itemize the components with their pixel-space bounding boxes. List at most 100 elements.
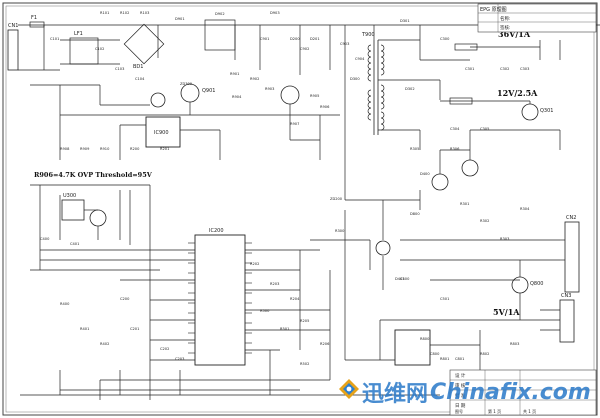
bottom-block-total: 共 1 页 bbox=[523, 408, 536, 414]
component-label: R202 bbox=[250, 262, 259, 266]
title-block-approve: 签核: bbox=[500, 24, 511, 31]
component-label: R910 bbox=[100, 147, 110, 151]
component-label: D902 bbox=[215, 12, 225, 16]
standby-5v-block bbox=[394, 329, 431, 366]
component-label: C102 bbox=[95, 47, 104, 51]
component-label: R300 bbox=[335, 229, 345, 233]
ic-main-label: IC200 bbox=[209, 228, 224, 234]
component-label: R402 bbox=[100, 342, 109, 346]
q-5v-label: Q800 bbox=[530, 281, 543, 287]
q-regulator-1 bbox=[431, 173, 449, 191]
component-label: C501 bbox=[440, 297, 449, 301]
bottom-block-doc: 图号 bbox=[455, 408, 463, 414]
bottom-block-cell-approve: 批 准 bbox=[455, 392, 466, 399]
title-block-title: EPG 原理图 bbox=[480, 7, 507, 13]
component-label: R904 bbox=[232, 95, 242, 99]
component-label: R501 bbox=[280, 327, 289, 331]
ovp-block: U300 bbox=[61, 193, 107, 227]
ovp-threshold-note: R906=4.7K OVP Threshold=95V bbox=[34, 171, 153, 179]
ic-pfc bbox=[145, 116, 181, 148]
title-block-top: EPG 原理图 名称: 签核: bbox=[477, 3, 597, 33]
component-label: R803 bbox=[510, 342, 519, 346]
component-label: R802 bbox=[480, 352, 489, 356]
line-filter-label: LF1 bbox=[74, 31, 83, 37]
component-label: R901 bbox=[230, 72, 239, 76]
component-label: R101 bbox=[100, 11, 109, 15]
component-label: C201 bbox=[130, 327, 139, 331]
component-label: R909 bbox=[80, 147, 90, 151]
q-standby bbox=[375, 240, 391, 256]
component-label: C103 bbox=[115, 67, 124, 71]
component-label: R902 bbox=[250, 77, 259, 81]
output-connectors: CN2 CN3 bbox=[559, 215, 580, 343]
transformer-windings bbox=[367, 44, 385, 131]
component-label: R304 bbox=[520, 207, 530, 211]
q-ovp-mosfet bbox=[89, 209, 107, 227]
main-controller-block: IC200 bbox=[188, 228, 252, 366]
ic-pfc-label: IC900 bbox=[154, 130, 169, 136]
bottom-block-cell-review: 审 核 bbox=[455, 382, 466, 389]
rail-36v-label: 36V/1A bbox=[498, 29, 531, 39]
component-label: C300 bbox=[440, 37, 450, 41]
component-label: C401 bbox=[70, 242, 79, 246]
component-label: D200 bbox=[290, 37, 300, 41]
watermark-text-cn: 迅维网 bbox=[362, 382, 429, 407]
component-label: C104 bbox=[135, 77, 145, 81]
component-label: C303 bbox=[520, 67, 529, 71]
component-label: R801 bbox=[440, 357, 449, 361]
component-label: R204 bbox=[290, 297, 300, 301]
pfc-inductor-block bbox=[204, 19, 236, 51]
q-main-mosfet bbox=[150, 92, 166, 108]
connector-cn3 bbox=[559, 299, 575, 343]
component-label: R301 bbox=[460, 202, 469, 206]
component-label: C203 bbox=[175, 357, 184, 361]
component-label: R907 bbox=[290, 122, 299, 126]
component-label: ZD200 bbox=[330, 197, 343, 201]
connector-cn2-label: CN2 bbox=[566, 215, 576, 221]
sheet-inner-border bbox=[5, 5, 595, 413]
component-label: R401 bbox=[80, 327, 89, 331]
component-label: D302 bbox=[405, 87, 415, 91]
component-label: D901 bbox=[175, 17, 185, 21]
component-label: R906 bbox=[320, 105, 330, 109]
connector-cn2 bbox=[564, 221, 580, 293]
component-label: R400 bbox=[60, 302, 70, 306]
component-label: R303 bbox=[500, 237, 509, 241]
pfc-block: IC900 Q901 bbox=[145, 83, 300, 148]
component-label: R502 bbox=[300, 362, 309, 366]
q-pfc-label: Q901 bbox=[202, 88, 215, 94]
component-label: R905 bbox=[310, 94, 319, 98]
bridge-rectifier-label: BD1 bbox=[133, 64, 143, 70]
component-label: C200 bbox=[120, 297, 130, 301]
q-pfc-mosfet-2 bbox=[280, 85, 300, 105]
component-label: R203 bbox=[270, 282, 279, 286]
component-label: D401 bbox=[395, 277, 405, 281]
component-label: R201 bbox=[160, 147, 169, 151]
output-choke-36v bbox=[454, 43, 478, 51]
component-label: R102 bbox=[120, 11, 129, 15]
component-label: ZD300 bbox=[180, 82, 193, 86]
component-label: C500 bbox=[400, 277, 410, 281]
component-label: C305 bbox=[480, 127, 489, 131]
ic-left bbox=[61, 199, 85, 221]
connector-cn1-label: CN1 bbox=[8, 23, 18, 29]
bottom-block-cell-date: 日 期 bbox=[455, 403, 466, 409]
component-label: R908 bbox=[60, 147, 70, 151]
wire-network bbox=[18, 24, 600, 400]
q-12v-transistor bbox=[521, 103, 539, 121]
watermark-text-en: Chinafix.com bbox=[430, 380, 591, 405]
component-label: D201 bbox=[310, 37, 320, 41]
component-label: C304 bbox=[450, 127, 460, 131]
component-label: D400 bbox=[420, 172, 430, 176]
component-label: D300 bbox=[350, 77, 360, 81]
bottom-block-cell-design: 设 计 bbox=[455, 372, 466, 379]
connector-cn1 bbox=[7, 29, 19, 71]
component-label: D903 bbox=[270, 11, 280, 15]
component-label: R103 bbox=[140, 11, 149, 15]
component-label: C301 bbox=[465, 67, 474, 71]
watermark-logo-icon bbox=[338, 378, 360, 400]
component-label: R200 bbox=[130, 147, 140, 151]
q-regulator-2 bbox=[461, 159, 479, 177]
